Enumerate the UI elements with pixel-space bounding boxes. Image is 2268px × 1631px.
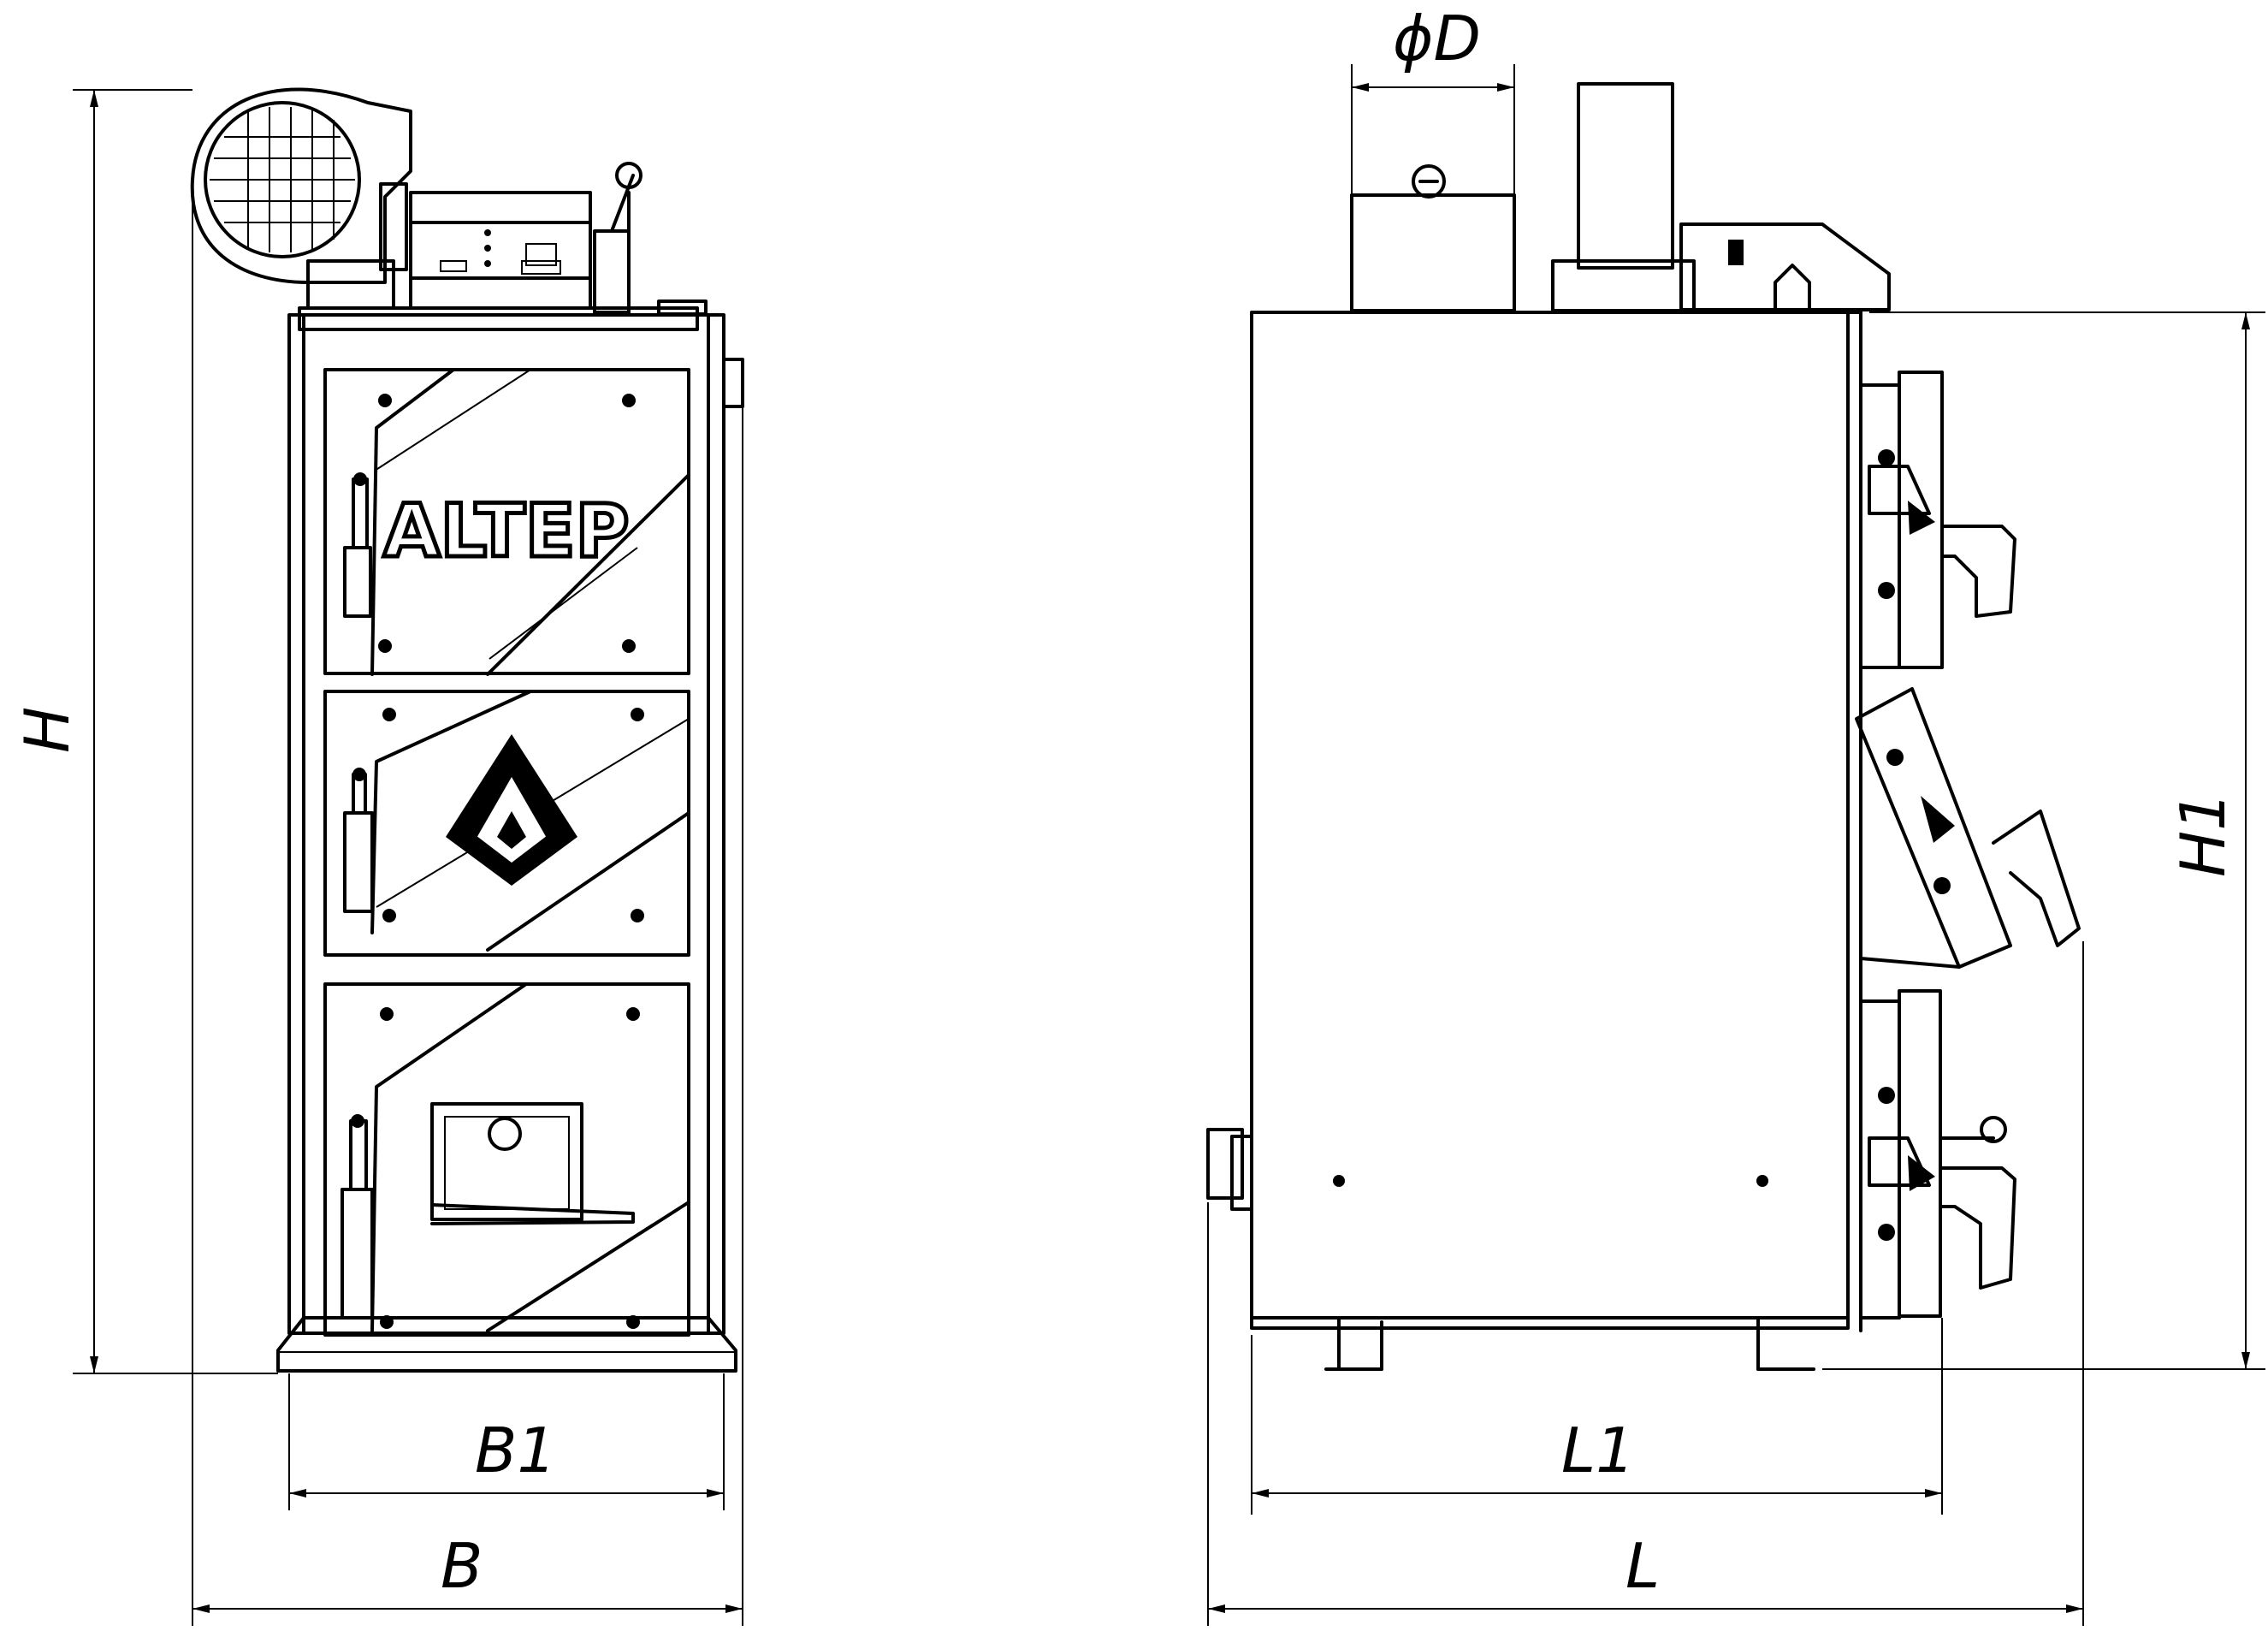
brand-logo: ALTEP xyxy=(383,489,630,574)
chimney-outlet xyxy=(1350,193,1516,312)
door-profile-lower xyxy=(1859,989,2016,1320)
upper-door: ALTEP xyxy=(323,368,690,676)
front-view: ALTEP xyxy=(190,87,744,1373)
control-unit-icon xyxy=(409,162,643,314)
middle-door xyxy=(323,690,690,957)
dim-label-D: ϕD xyxy=(1393,3,1481,74)
side-view xyxy=(1206,82,2081,1371)
dim-L: L xyxy=(1207,941,2084,1626)
dim-label-L: L xyxy=(1625,1530,1660,1602)
dim-B1: B1 xyxy=(288,1373,725,1510)
dim-label-L1: L1 xyxy=(1561,1415,1635,1486)
diamond-logo-icon xyxy=(446,734,577,886)
boiler-body-side xyxy=(1250,311,1850,1320)
dim-label-H: H xyxy=(11,707,83,753)
dim-D: ϕD xyxy=(1351,3,1515,195)
lower-door xyxy=(323,982,690,1337)
dim-label-B1: B1 xyxy=(475,1415,556,1486)
fan-icon xyxy=(190,87,412,310)
dim-label-B: B xyxy=(441,1530,483,1602)
dim-B: B xyxy=(192,180,743,1626)
door-profile-upper xyxy=(1859,371,2016,669)
dim-label-H1: H1 xyxy=(2167,792,2239,877)
dim-H1: H1 xyxy=(1822,311,2265,1370)
dim-H: H xyxy=(11,89,278,1374)
door-profile-middle xyxy=(1855,687,2081,969)
dim-L1: L1 xyxy=(1251,1318,1943,1515)
